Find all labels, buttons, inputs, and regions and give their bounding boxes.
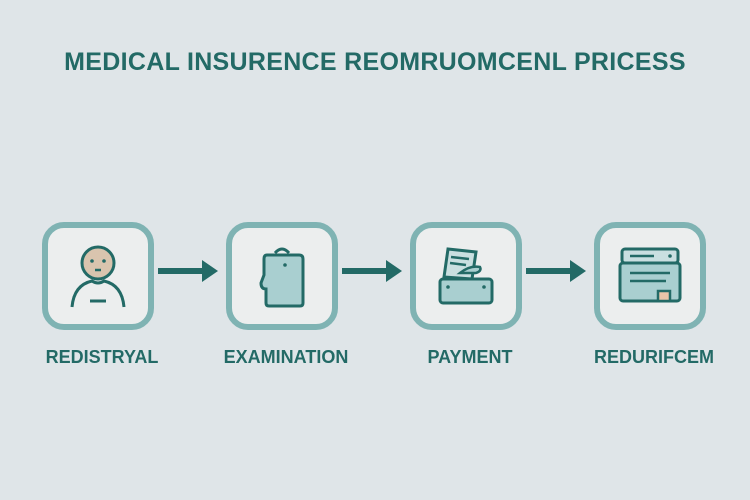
document-printer-icon — [438, 247, 494, 305]
step-label-payment: PAYMENT — [427, 347, 513, 367]
step-examination-box — [226, 222, 338, 330]
diagram-title: MEDICAL INSURENCE REOMRUOMCENL PRICESS — [64, 48, 686, 76]
arrow-3 — [526, 260, 586, 282]
step-registration-box — [42, 222, 154, 330]
head-profile-icon — [259, 247, 305, 308]
step-label-examination: EXAMINATION — [223, 347, 349, 367]
step-reimbursement-box — [594, 222, 706, 330]
step-label-registration: REDISTRYAL — [45, 347, 159, 367]
arrow-2 — [342, 260, 402, 282]
step-payment-box — [410, 222, 522, 330]
arrow-1 — [158, 260, 218, 282]
step-label-reimbursement: REDURIFCEM — [594, 347, 714, 367]
card-form-icon — [618, 247, 682, 303]
person-icon — [70, 245, 126, 308]
